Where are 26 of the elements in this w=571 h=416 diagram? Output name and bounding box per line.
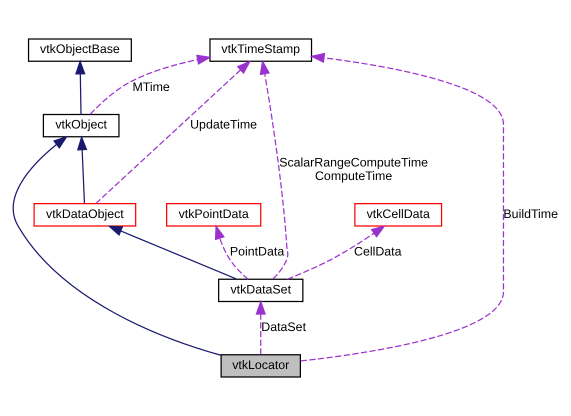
node-box: vtkDataSet (218, 278, 304, 302)
arrow (76, 135, 88, 204)
node-box: vtkPointData (166, 203, 262, 227)
node-box: vtkDataObject (34, 203, 136, 227)
arrow (256, 300, 266, 354)
edge-label: ScalarRangeComputeTime ComputeTime (279, 156, 428, 184)
edge-label: DataSet (261, 320, 306, 334)
edge-label: BuildTime (503, 206, 558, 221)
node-box: vtkObject (42, 114, 120, 138)
node-box: vtkObjectBase (28, 38, 132, 62)
edge-label: MTime (132, 80, 170, 94)
node-box: vtkTimeStamp (209, 38, 312, 62)
arrow (95, 60, 252, 204)
edge-label: CellData (354, 244, 402, 259)
arrow (287, 225, 386, 280)
edge-label: UpdateTime (190, 118, 258, 132)
arrow (12, 136, 222, 356)
arrow (90, 54, 212, 115)
arrow (214, 224, 248, 280)
edge-label: PointData (230, 244, 284, 259)
node-box: vtkLocator (220, 354, 301, 378)
node-box: vtkCellData (354, 203, 442, 227)
arrow (75, 60, 86, 114)
arrow (260, 60, 288, 280)
arrow (300, 52, 504, 362)
arrow (108, 225, 237, 280)
